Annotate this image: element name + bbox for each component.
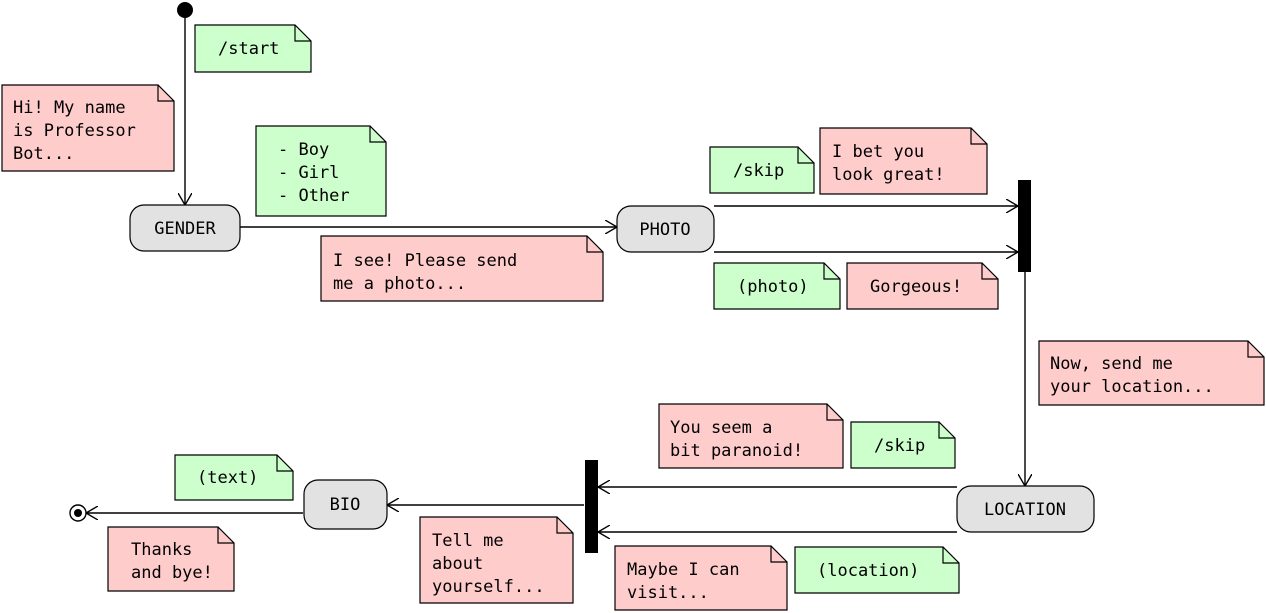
fork-bar-photo xyxy=(1018,180,1031,272)
note-line: Tell me xyxy=(432,531,504,551)
note-tell-me: Tell me about yourself... xyxy=(419,516,574,604)
note-fold xyxy=(797,147,814,164)
note-line: - Girl xyxy=(278,163,339,183)
note-line: (photo) xyxy=(737,277,809,297)
state-bio: BIO xyxy=(303,479,388,530)
note-line: (location) xyxy=(817,561,919,581)
note-fold xyxy=(157,85,174,102)
note-gorgeous: Gorgeous! xyxy=(846,262,999,310)
note-shape xyxy=(1,84,175,172)
note-text-input: (text) xyxy=(174,454,294,501)
note-gender-options: - Boy - Girl - Other xyxy=(255,125,387,217)
note-fold xyxy=(276,455,293,472)
note-line: Bot... xyxy=(13,144,74,164)
note-line: Now, send me xyxy=(1050,354,1173,374)
note-location-input: (location) xyxy=(794,546,960,594)
note-shape xyxy=(709,146,815,194)
note-line: I bet you xyxy=(832,142,924,162)
note-intro: Hi! My name is ProfessorBot... xyxy=(1,84,175,172)
note-shape xyxy=(255,125,387,217)
note-shape xyxy=(614,545,788,611)
note-line: bit paranoid! xyxy=(670,441,803,461)
state-gender: GENDER xyxy=(129,204,241,252)
note-skip-location: /skip xyxy=(850,421,956,469)
note-fold xyxy=(294,25,311,42)
note-shape xyxy=(658,403,844,469)
note-fold xyxy=(556,517,573,534)
note-fold xyxy=(1247,341,1264,358)
state-bio-label: BIO xyxy=(330,495,361,515)
note-shape xyxy=(1038,340,1265,406)
note-shape xyxy=(107,526,235,592)
note-line: I see! Please send xyxy=(333,251,517,271)
end-node xyxy=(69,504,87,522)
note-shape xyxy=(846,262,999,310)
note-skip-photo: /skip xyxy=(709,146,815,194)
note-line: look great! xyxy=(832,165,945,185)
note-maybe-visit: Maybe I can visit... xyxy=(614,545,788,611)
note-line: /skip xyxy=(874,436,925,456)
note-shape xyxy=(850,421,956,469)
state-location: LOCATION xyxy=(956,485,1095,533)
note-fold xyxy=(586,236,603,253)
note-fold xyxy=(981,263,998,280)
state-gender-label: GENDER xyxy=(154,219,216,239)
start-node xyxy=(177,2,193,18)
note-line: - Boy xyxy=(278,140,329,160)
note-line: visit... xyxy=(627,583,709,603)
note-shape xyxy=(819,127,988,195)
note-fold xyxy=(938,422,955,439)
note-line: - Other xyxy=(278,186,350,206)
note-line: /skip xyxy=(733,161,784,181)
note-shape xyxy=(174,454,294,501)
note-line: me a photo... xyxy=(333,274,466,294)
note-shape xyxy=(320,235,604,302)
note-shape xyxy=(713,262,841,310)
note-shape xyxy=(419,516,574,604)
note-line: yourself... xyxy=(432,577,545,597)
note-line: (text) xyxy=(197,468,258,488)
note-thanks: Thanks and bye! xyxy=(107,526,235,592)
note-fold xyxy=(826,404,843,421)
note-line: /start xyxy=(218,39,279,59)
note-line: Maybe I can xyxy=(627,560,740,580)
note-ask-photo: I see! Please send me a photo... xyxy=(320,235,604,302)
note-line: Thanks xyxy=(131,540,192,560)
note-start-command: /start xyxy=(194,24,312,73)
note-fold xyxy=(369,126,386,143)
state-photo-label: PHOTO xyxy=(639,220,690,240)
edges xyxy=(86,18,1025,532)
note-ask-location: Now, send me your location... xyxy=(1038,340,1265,406)
note-fold xyxy=(823,263,840,280)
note-fold xyxy=(942,547,959,564)
note-fold xyxy=(970,128,987,145)
note-fold xyxy=(770,546,787,563)
note-line: about xyxy=(432,554,483,574)
state-location-label: LOCATION xyxy=(984,500,1066,520)
note-line: is Professor xyxy=(13,121,136,141)
note-shape xyxy=(794,546,960,594)
note-paranoid: You seem a bit paranoid! xyxy=(658,403,844,469)
note-photo-input: (photo) xyxy=(713,262,841,310)
note-line: Gorgeous! xyxy=(870,277,962,297)
join-bar-location xyxy=(585,460,598,553)
note-line: and bye! xyxy=(131,563,213,583)
note-fold xyxy=(217,527,234,544)
note-bet-great: I bet you look great! xyxy=(819,127,988,195)
state-photo: PHOTO xyxy=(616,205,715,253)
note-shape xyxy=(194,24,312,73)
note-line: your location... xyxy=(1050,377,1214,397)
note-line: You seem a xyxy=(670,418,772,438)
note-line: Hi! My name xyxy=(13,98,126,118)
